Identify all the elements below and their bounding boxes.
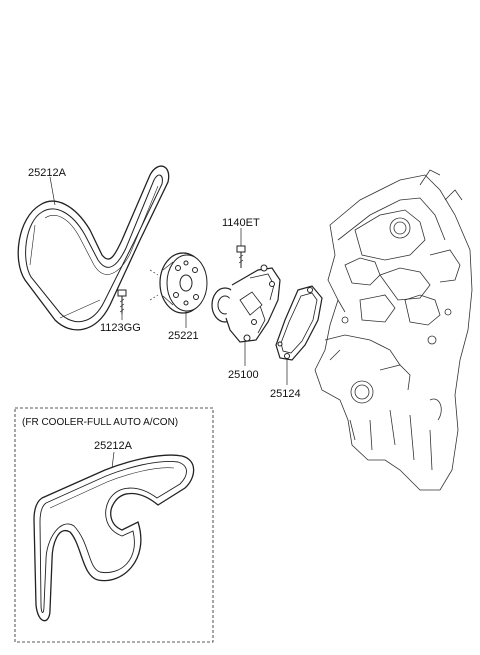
bolt-1123gg [117, 289, 127, 314]
label-bolt-1123gg: 1123GG [100, 322, 141, 334]
leader-lines [121, 228, 288, 385]
engine-block [314, 169, 473, 491]
label-pulley-25221: 25221 [168, 330, 199, 342]
label-belt-alt-25212a: 25212A [94, 440, 133, 452]
belt-25212a [17, 165, 170, 331]
gasket-25124 [275, 285, 323, 361]
bolt-1140et [236, 245, 246, 268]
label-pump-25100: 25100 [228, 369, 259, 381]
alt-belt-box [14, 407, 214, 643]
label-box-title: (FR COOLER-FULL AUTO A/CON) [22, 417, 178, 428]
water-pump-25100 [211, 264, 281, 343]
label-bolt-1140et: 1140ET [222, 217, 260, 229]
pulley-25221 [159, 252, 208, 314]
label-gasket-25124: 25124 [270, 388, 301, 400]
label-belt-25212a: 25212A [28, 167, 67, 179]
belt-alt-25212a [33, 454, 195, 622]
